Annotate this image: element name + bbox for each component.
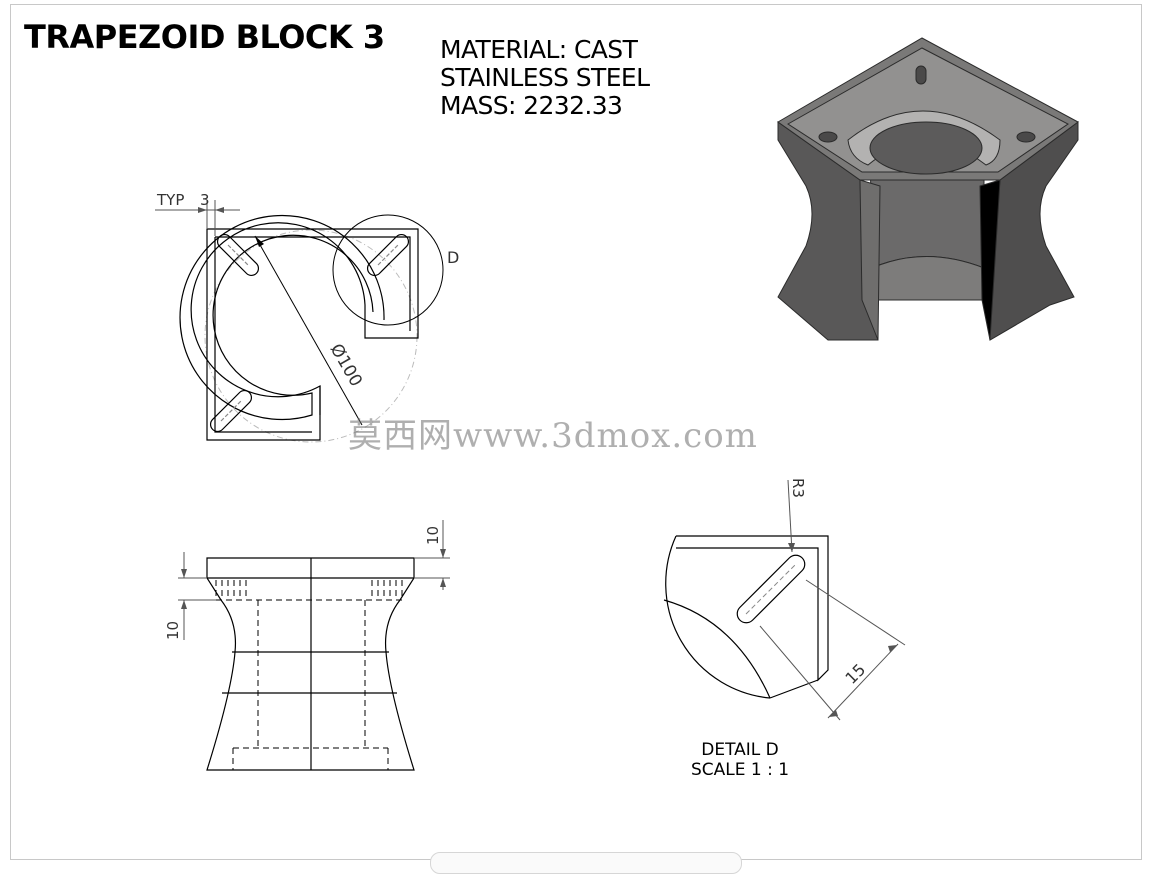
iso-bore-opening (869, 121, 983, 175)
top-view-inner-wall-2 (214, 237, 312, 433)
r3-leader (787, 479, 793, 553)
isometric-view (777, 37, 1079, 341)
detail-callout-label: D (447, 248, 459, 267)
iso-slot-left (818, 131, 838, 143)
detail-bottom-edge (769, 679, 819, 699)
top-view-outline (190, 222, 419, 441)
bottom-scroll-tab[interactable] (430, 852, 742, 874)
detail-boundary-arc (665, 535, 771, 699)
detail-slot (736, 554, 806, 624)
slot-bottom-left (209, 389, 253, 433)
front-view (178, 520, 450, 771)
mass-line: MASS: 2232.33 (440, 91, 623, 120)
slot-top-left (216, 233, 260, 277)
watermark: 莫西网www.3dmox.com (348, 416, 758, 456)
slot-top-right (366, 233, 410, 277)
material-line-2: STAINLESS STEEL (440, 63, 650, 92)
front-view-outline (206, 557, 415, 771)
front-side-dim: 10 (164, 621, 182, 640)
detail-counterbore-arc (663, 599, 771, 699)
detail-caption-line-2: SCALE 1 : 1 (690, 760, 790, 780)
diameter-arrow (255, 236, 264, 247)
length-label: 15 (841, 660, 869, 688)
iso-front-right-wall (979, 179, 1001, 341)
hidden-lines (215, 580, 405, 770)
diameter-label: Ø100 (326, 341, 366, 391)
typ-value: 3 (200, 191, 210, 209)
typ-label: TYP (156, 191, 184, 209)
top-view-inner-wall (215, 236, 411, 331)
detail-length-dim (759, 579, 906, 721)
top-view (155, 200, 444, 443)
material-block: MATERIAL: CAST STAINLESS STEEL MASS: 223… (440, 35, 650, 120)
iso-slot-right (1016, 131, 1036, 143)
detail-slot-centerline (745, 563, 797, 615)
detail-caption-line-1: DETAIL D (701, 740, 779, 760)
front-top-dim: 10 (424, 526, 442, 545)
iso-front-left-wall (859, 179, 881, 341)
material-line-1: MATERIAL: CAST (440, 35, 638, 64)
detail-wall (676, 535, 829, 682)
iso-slot-back (915, 65, 927, 85)
radius-label: R3 (789, 478, 807, 498)
detail-caption: DETAIL D SCALE 1 : 1 (680, 740, 800, 780)
construction-circle (204, 229, 418, 443)
iso-bore-lower (871, 256, 985, 301)
detail-d-view (663, 479, 906, 721)
counterbore-arc (179, 214, 385, 421)
diameter-leader (254, 235, 363, 426)
front-dims (178, 520, 450, 640)
detail-circle (332, 214, 444, 326)
drawing-title: TRAPEZOID BLOCK 3 (24, 18, 385, 56)
